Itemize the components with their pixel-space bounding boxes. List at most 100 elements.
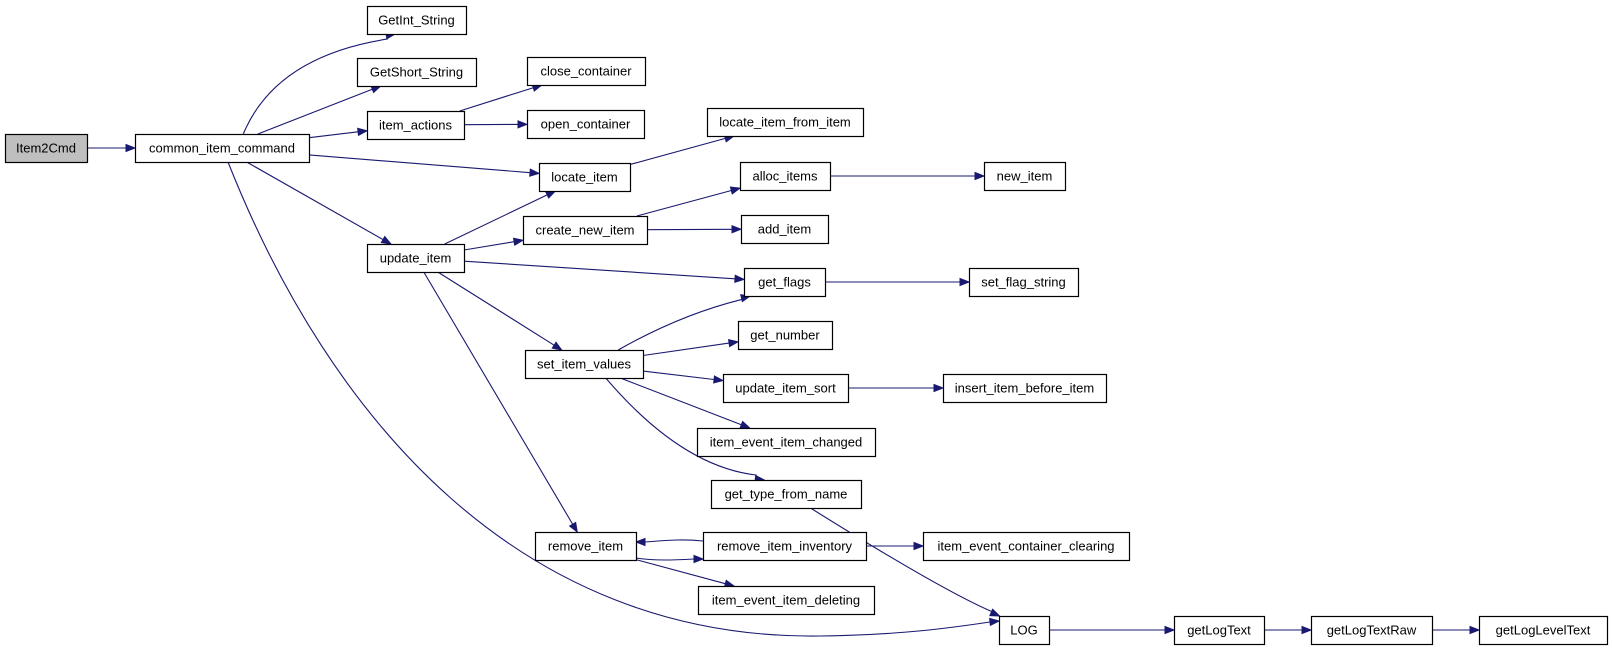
- node-box: [366, 110, 466, 141]
- edge-getlogtext-to-getlogtextraw: [1264, 625, 1313, 635]
- node-box: [710, 479, 863, 510]
- node-label: set_flag_string: [981, 275, 1066, 290]
- node-label: get_flags: [758, 275, 811, 290]
- node-getlogleveltext[interactable]: getLogLevelText: [1478, 615, 1609, 646]
- node-box: [740, 214, 830, 245]
- node-label: item_actions: [379, 118, 452, 133]
- node-update-item-sort[interactable]: update_item_sort: [722, 373, 850, 404]
- node-label: GetInt_String: [378, 13, 455, 28]
- node-item-event-container-clearing[interactable]: item_event_container_clearing: [922, 531, 1131, 562]
- node-new-item[interactable]: new_item: [983, 161, 1067, 192]
- node-remove-item[interactable]: remove_item: [534, 531, 638, 562]
- edge-alloc-items-to-new-item: [830, 171, 986, 181]
- node-getshort-string[interactable]: GetShort_String: [356, 57, 478, 88]
- node-item-event-item-changed[interactable]: item_event_item_changed: [696, 427, 877, 458]
- node-getlogtext[interactable]: getLogText: [1173, 615, 1266, 646]
- node-label: create_new_item: [536, 223, 635, 238]
- node-label: locate_item_from_item: [719, 115, 851, 130]
- edge-line: [257, 88, 373, 135]
- edge-getlogtextraw-to-getlogleveltext: [1432, 625, 1481, 635]
- node-remove-item-inventory[interactable]: remove_item_inventory: [702, 531, 868, 562]
- node-item-actions[interactable]: item_actions: [366, 110, 466, 141]
- node-box: [983, 161, 1067, 192]
- node-label: Item2Cmd: [16, 141, 76, 156]
- node-box: [702, 531, 868, 562]
- edge-create-new-item-to-alloc-items: [636, 186, 742, 217]
- edge-line: [620, 377, 742, 426]
- edge-remove-item-inventory-to-item-event-container-clearing: [866, 541, 925, 551]
- node-box: [696, 427, 877, 458]
- edge-common-item-command-to-locate-item: [308, 154, 541, 177]
- node-label: item_event_item_deleting: [712, 593, 860, 608]
- node-label: set_item_values: [537, 357, 631, 372]
- node-label: GetShort_String: [370, 65, 463, 80]
- node-open-container[interactable]: open_container: [526, 109, 646, 140]
- node-label: close_container: [540, 64, 632, 79]
- node-label: getLogTextRaw: [1327, 623, 1417, 638]
- edge-update-item-sort-to-insert-item-before-item: [848, 383, 945, 393]
- node-close-container[interactable]: close_container: [526, 56, 647, 87]
- arrowhead: [739, 420, 752, 429]
- edge-item2cmd-to-common-item-command: [87, 143, 137, 153]
- node-box: [968, 267, 1080, 298]
- edge-line: [642, 370, 715, 381]
- node-box: [722, 373, 850, 404]
- arrowhead: [529, 168, 541, 177]
- node-label: item_event_container_clearing: [937, 539, 1114, 554]
- node-box: [1478, 615, 1609, 646]
- edge-create-new-item-to-add-item: [646, 225, 743, 234]
- node-locate-item-from-item[interactable]: locate_item_from_item: [706, 107, 865, 138]
- node-item-event-item-deleting[interactable]: item_event_item_deleting: [697, 585, 876, 616]
- node-common-item-command[interactable]: common_item_command: [134, 133, 311, 164]
- edge-line: [227, 161, 991, 637]
- arrowhead: [731, 225, 743, 234]
- node-add-item[interactable]: add_item: [740, 214, 830, 245]
- node-label: open_container: [541, 117, 631, 132]
- node-label: get_type_from_name: [725, 487, 848, 502]
- node-label: insert_item_before_item: [955, 381, 1094, 396]
- node-alloc-items[interactable]: alloc_items: [739, 161, 832, 192]
- node-getint-string[interactable]: GetInt_String: [366, 5, 468, 36]
- node-label: update_item_sort: [735, 381, 836, 396]
- node-locate-item[interactable]: locate_item: [538, 162, 632, 193]
- edge-line: [308, 131, 359, 139]
- node-item2cmd[interactable]: Item2Cmd: [4, 133, 89, 164]
- edge-log-to-getlogtext: [1049, 625, 1176, 635]
- node-log[interactable]: LOG: [998, 615, 1051, 646]
- node-get-flags[interactable]: get_flags: [743, 267, 827, 298]
- node-get-number[interactable]: get_number: [737, 320, 834, 351]
- edge-line: [617, 298, 743, 351]
- node-box: [1310, 615, 1434, 646]
- edge-line: [635, 557, 695, 561]
- arrowhead: [974, 171, 986, 181]
- edge-update-item-to-get-flags: [463, 260, 746, 283]
- node-update-item[interactable]: update_item: [366, 243, 466, 274]
- node-box: [1173, 615, 1266, 646]
- node-label: remove_item: [548, 539, 623, 554]
- arrowhead: [1469, 625, 1481, 635]
- nodes-layer: Item2Cmd common_item_command GetInt_String…: [4, 5, 1609, 646]
- node-set-item-values[interactable]: set_item_values: [524, 349, 645, 380]
- node-label: update_item: [380, 251, 452, 266]
- arrowhead: [729, 186, 742, 195]
- node-box: [737, 320, 834, 351]
- edge-update-item-to-remove-item: [423, 271, 578, 534]
- node-getlogtextraw[interactable]: getLogTextRaw: [1310, 615, 1434, 646]
- node-box: [739, 161, 832, 192]
- edge-remove-item-to-item-event-item-deleting: [635, 559, 736, 588]
- edge-line: [242, 38, 388, 135]
- node-insert-item-before-item[interactable]: insert_item_before_item: [942, 373, 1108, 404]
- arrowhead: [734, 274, 746, 283]
- edge-common-item-command-to-log: [227, 161, 1001, 637]
- node-label: locate_item: [551, 170, 617, 185]
- edge-get-type-from-name-to-log: [810, 507, 1001, 617]
- node-create-new-item[interactable]: create_new_item: [522, 215, 649, 246]
- arrowhead: [568, 521, 578, 534]
- arrowhead: [913, 541, 925, 551]
- edge-line: [308, 154, 531, 174]
- node-set-flag-string[interactable]: set_flag_string: [968, 267, 1080, 298]
- node-get-type-from-name[interactable]: get_type_from_name: [710, 479, 863, 510]
- edge-line: [423, 271, 574, 525]
- node-box: [366, 5, 468, 36]
